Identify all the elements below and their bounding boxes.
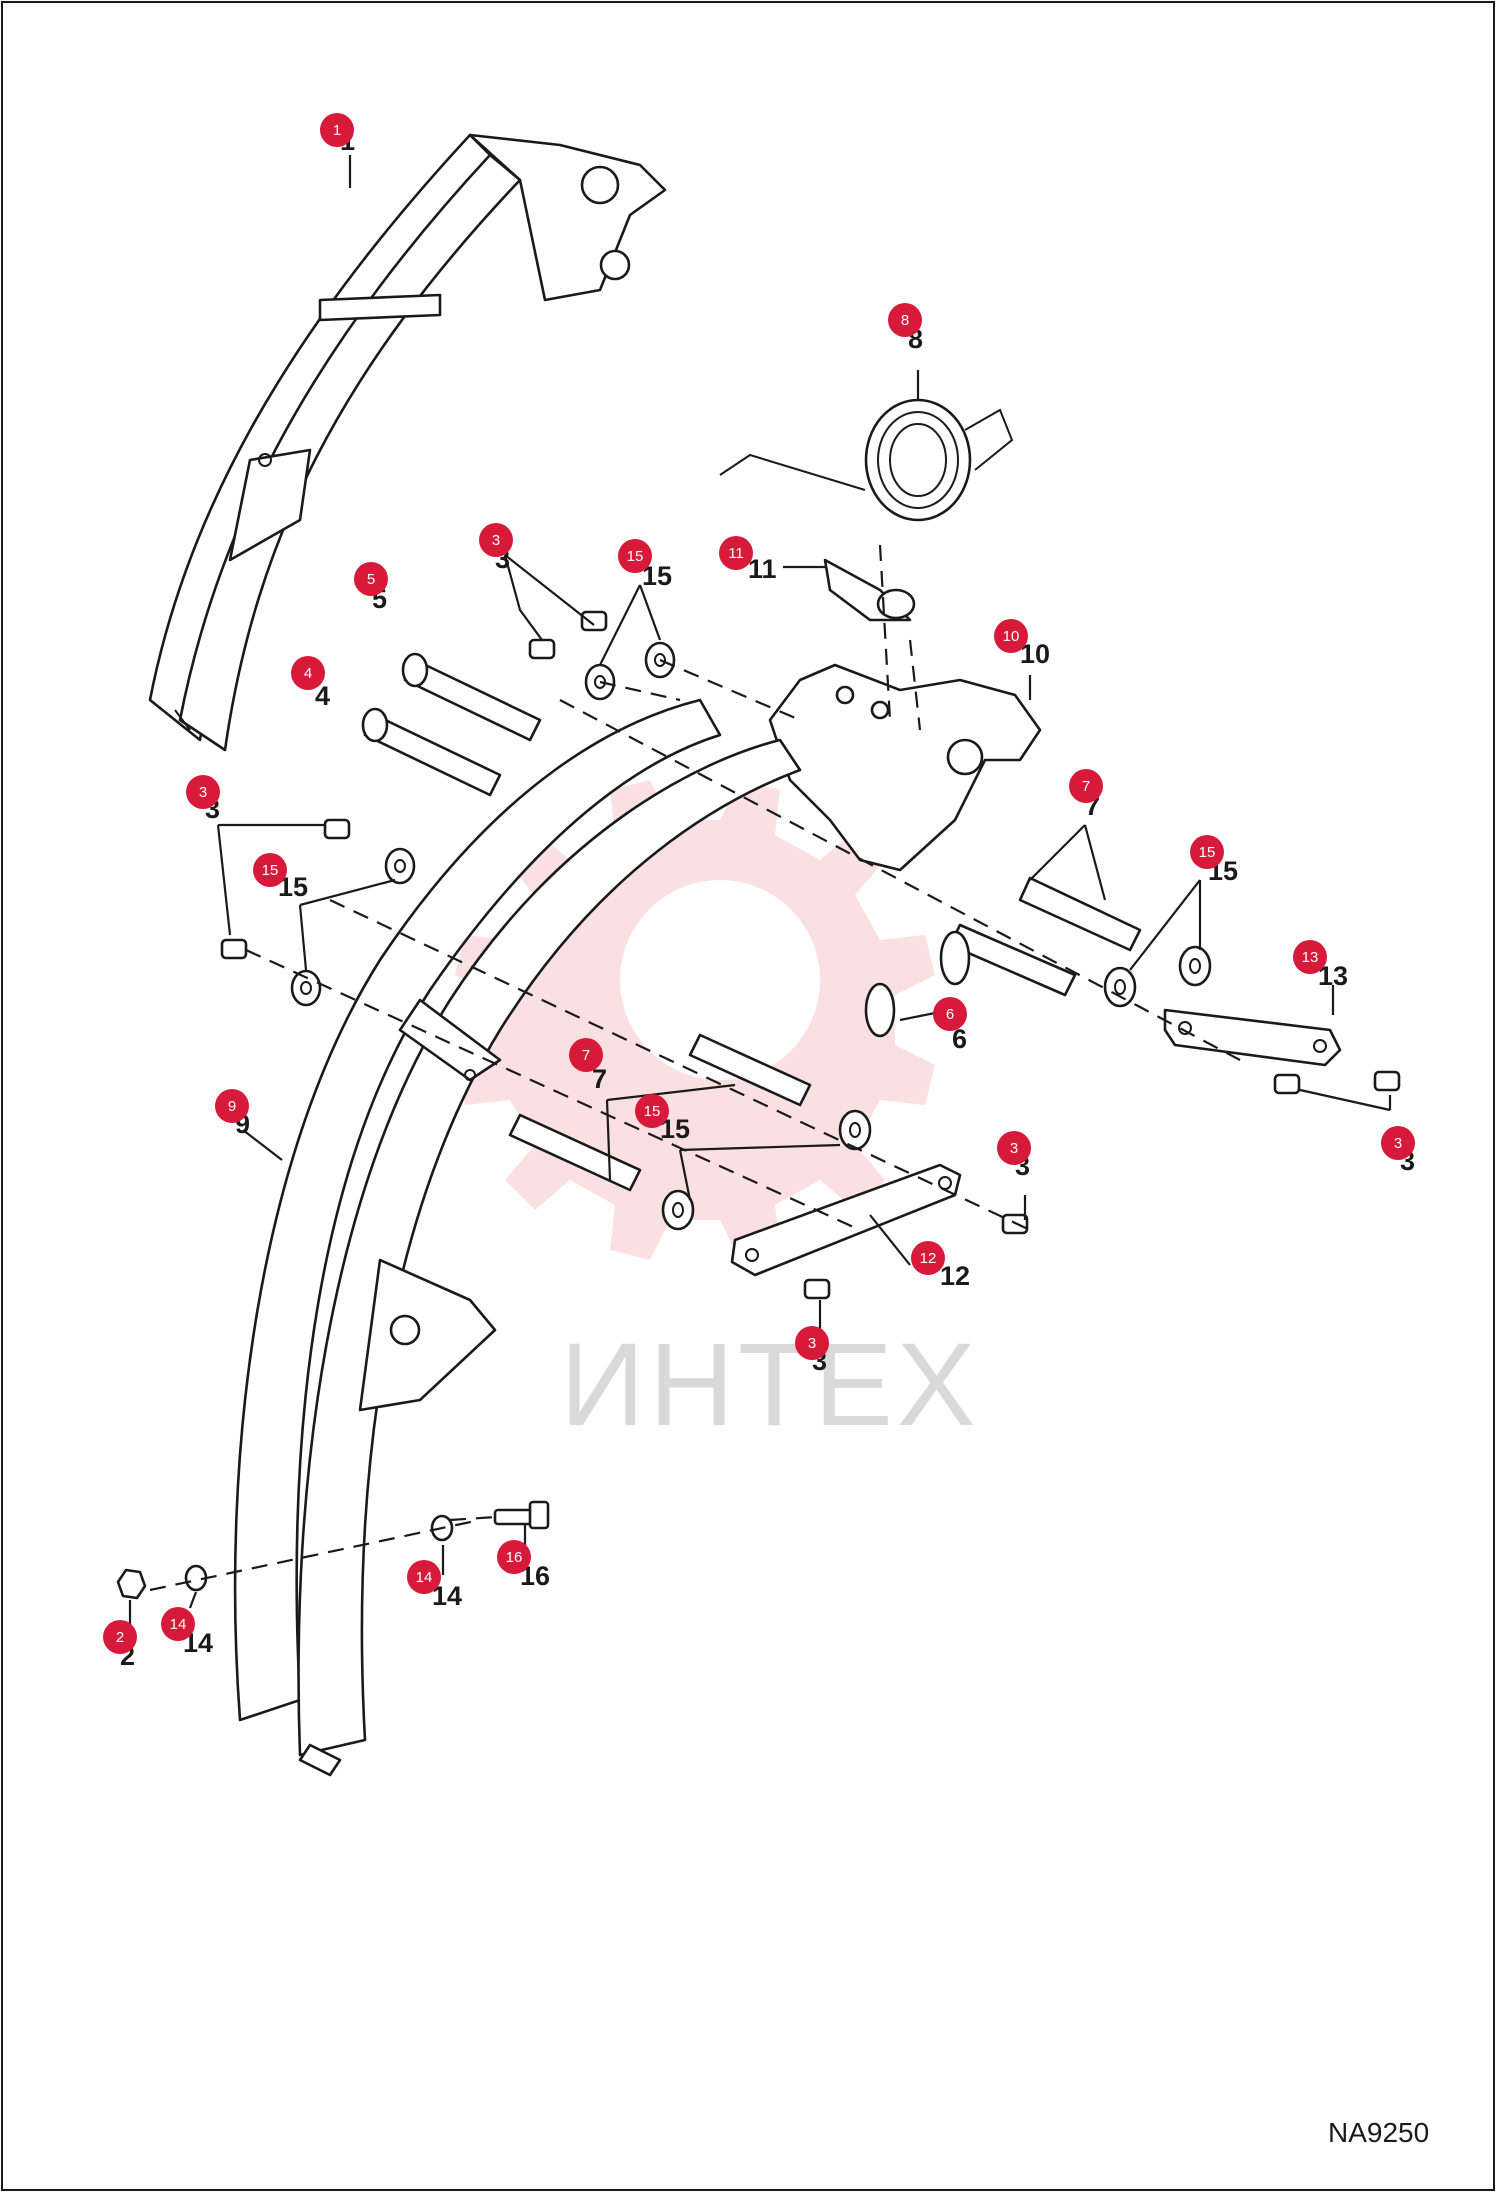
svg-text:3: 3: [808, 1335, 816, 1352]
part-3-bolt: [528, 610, 608, 660]
svg-text:10: 10: [1003, 628, 1020, 645]
callout-badge-5: 5: [354, 562, 388, 596]
callout-badge-15: 15: [618, 539, 652, 573]
callout-badge-7: 7: [1069, 769, 1103, 803]
callout-badge-4: 4: [291, 656, 325, 690]
callout-badge-6: 6: [933, 997, 967, 1031]
svg-text:2: 2: [116, 1629, 124, 1646]
callout-badge-8: 8: [888, 303, 922, 337]
svg-text:4: 4: [315, 681, 330, 711]
svg-text:11: 11: [728, 545, 744, 562]
callout-badge-1: 1: [320, 113, 354, 147]
callout-badge-14: 14: [161, 1607, 195, 1641]
svg-text:7: 7: [1082, 778, 1090, 795]
part-5-pin: [401, 652, 542, 742]
callout-badge-3: 3: [479, 523, 513, 557]
part-1-lift-arm-assembly: [148, 133, 667, 752]
callout-badge-2: 2: [103, 1620, 137, 1654]
part-8-torsion-spring: [719, 398, 1014, 522]
callout-badge-11: 11: [719, 536, 753, 570]
part-15-washer: [661, 1109, 872, 1231]
callout-badge-16: 16: [497, 1540, 531, 1574]
callout-badge-15: 15: [253, 853, 287, 887]
part-4-pin: [361, 707, 502, 797]
svg-text:14: 14: [170, 1616, 187, 1633]
svg-text:1: 1: [333, 122, 341, 139]
part-16-bolt: [493, 1500, 550, 1530]
svg-text:3: 3: [1394, 1135, 1402, 1152]
svg-text:15: 15: [262, 862, 279, 879]
svg-text:3: 3: [199, 784, 207, 801]
callout-badge-9: 9: [215, 1089, 249, 1123]
part-3-bolt: [1273, 1070, 1401, 1095]
callout-badge-14: 14: [407, 1560, 441, 1594]
svg-text:11: 11: [748, 554, 777, 584]
svg-text:15: 15: [1199, 844, 1216, 861]
svg-text:12: 12: [940, 1261, 970, 1291]
callout-badge-3: 3: [997, 1131, 1031, 1165]
part-11-bushing: [823, 558, 916, 622]
callout-badge-15: 15: [635, 1094, 669, 1128]
callout-badges: 1 8 3 15 5 11 10 4 3 15 7 15 13 6 9 7 15…: [103, 113, 1415, 1654]
svg-text:14: 14: [416, 1569, 433, 1586]
svg-text:12: 12: [920, 1250, 937, 1267]
part-7-pin: [508, 1033, 812, 1192]
svg-text:6: 6: [946, 1006, 954, 1023]
svg-text:16: 16: [506, 1549, 523, 1566]
callout-badge-13: 13: [1293, 940, 1327, 974]
callout-badge-15: 15: [1190, 835, 1224, 869]
callout-badge-3: 3: [795, 1326, 829, 1360]
callout-badge-7: 7: [569, 1038, 603, 1072]
svg-text:3: 3: [492, 532, 500, 549]
svg-text:7: 7: [592, 1064, 607, 1094]
callout-badge-10: 10: [994, 619, 1028, 653]
svg-text:9: 9: [228, 1098, 236, 1115]
svg-text:4: 4: [304, 665, 312, 682]
svg-text:5: 5: [367, 571, 375, 588]
svg-text:6: 6: [952, 1024, 967, 1054]
part-2-nut: [116, 1568, 147, 1600]
svg-text:15: 15: [627, 548, 644, 565]
callout-badge-3: 3: [1381, 1126, 1415, 1160]
part-15-washer: [290, 847, 416, 1007]
part-9-boom: [233, 698, 802, 1777]
svg-text:15: 15: [644, 1103, 661, 1120]
svg-text:8: 8: [901, 312, 909, 329]
callout-badge-12: 12: [911, 1241, 945, 1275]
assembly-centerlines: [149, 544, 1241, 1592]
watermark-text: ИНТЕХ: [560, 1319, 980, 1451]
part-3-bolt: [220, 818, 351, 960]
callout-badge-3: 3: [186, 775, 220, 809]
svg-text:13: 13: [1302, 949, 1319, 966]
svg-text:3: 3: [1010, 1140, 1018, 1157]
svg-text:7: 7: [582, 1047, 590, 1064]
part-13-link: [1163, 1008, 1342, 1067]
part-10-bracket: [768, 663, 1042, 872]
drawing-reference-number: NA9250: [1328, 2117, 1429, 2148]
part-15-washer: [1103, 945, 1212, 1008]
part-6-lynch-pin: [864, 930, 971, 1038]
